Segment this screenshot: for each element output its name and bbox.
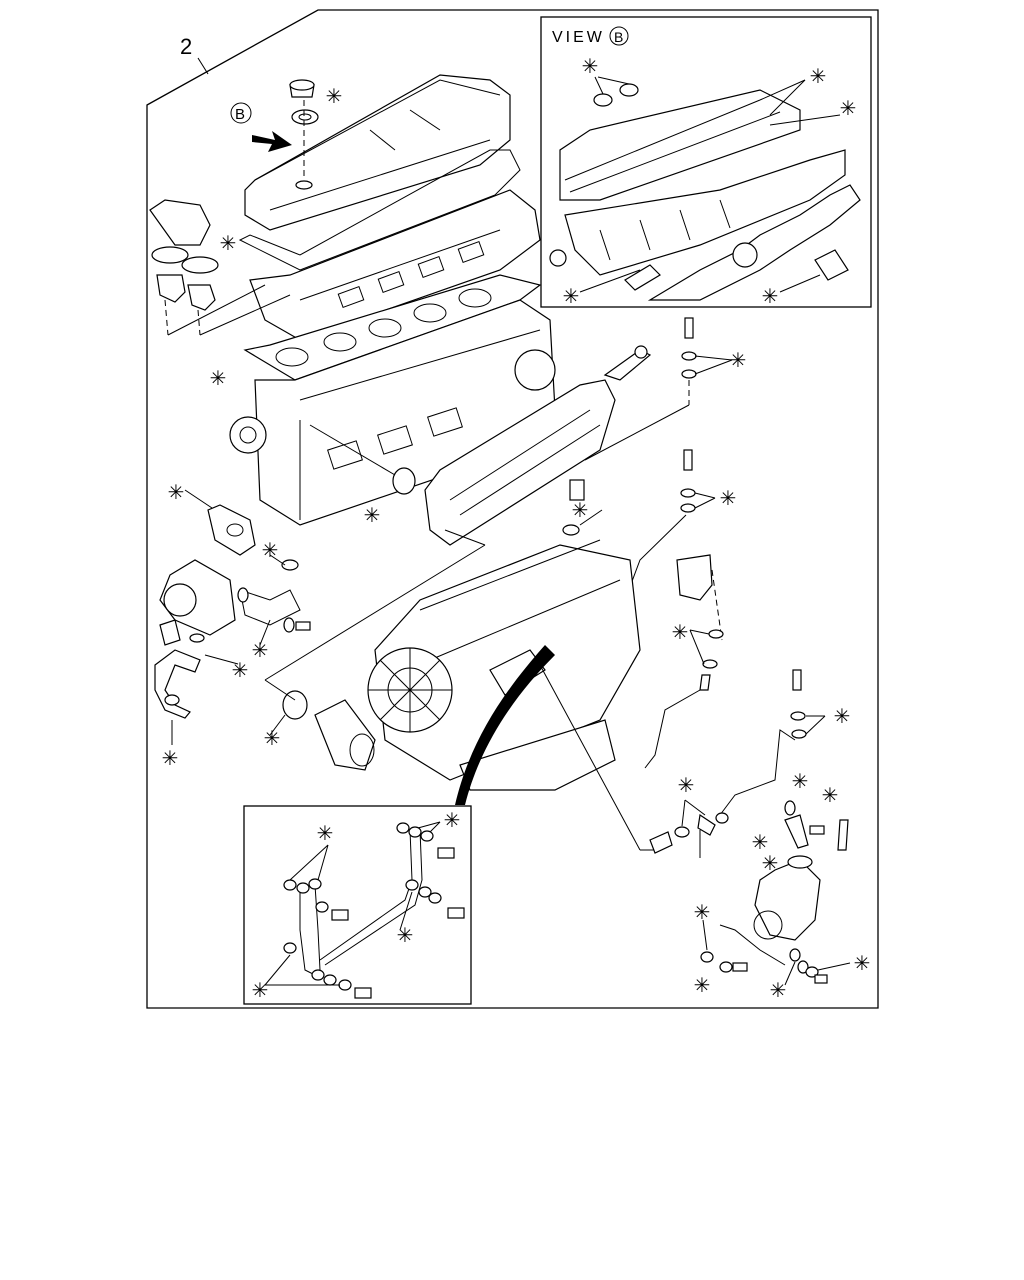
kit-part-marker: ✳ bbox=[834, 704, 851, 728]
kit-part-marker: ✳ bbox=[730, 348, 747, 372]
callout-number: 2 bbox=[180, 34, 192, 59]
kit-part-marker: ✳ bbox=[252, 638, 269, 662]
kit-part-markers: ✳✳✳✳✳✳✳✳✳✳✳✳✳✳✳✳✳✳✳✳✳✳✳✳✳✳✳✳✳✳✳✳✳ bbox=[162, 54, 871, 1002]
kit-part-marker: ✳ bbox=[762, 851, 779, 875]
cylinder-head bbox=[249, 189, 541, 341]
diagram-frame bbox=[146, 9, 879, 1009]
manifold bbox=[424, 345, 652, 546]
kit-part-marker: ✳ bbox=[264, 726, 281, 750]
view-b-inset: VIEW B bbox=[540, 16, 872, 308]
kit-part-marker: ✳ bbox=[752, 830, 769, 854]
arrow-ref-letter: B bbox=[235, 106, 245, 123]
kit-part-marker: ✳ bbox=[770, 978, 787, 1002]
kit-part-marker: ✳ bbox=[572, 498, 589, 522]
view-ref-letter: B bbox=[614, 29, 623, 45]
cylinder-head-cover bbox=[244, 74, 511, 231]
kit-part-marker: ✳ bbox=[397, 923, 414, 947]
kit-part-marker: ✳ bbox=[582, 54, 599, 78]
kit-part-marker: ✳ bbox=[792, 769, 809, 793]
kit-part-marker: ✳ bbox=[232, 658, 249, 682]
callout-leader bbox=[197, 57, 209, 75]
pipe-to-inset bbox=[455, 645, 555, 805]
kit-part-marker: ✳ bbox=[810, 64, 827, 88]
kit-part-marker: ✳ bbox=[720, 486, 737, 510]
kit-part-marker: ✳ bbox=[694, 900, 711, 924]
kit-part-marker: ✳ bbox=[678, 773, 695, 797]
kit-part-marker: ✳ bbox=[364, 503, 381, 527]
injection-pipe-inset bbox=[243, 805, 472, 1005]
kit-part-marker: ✳ bbox=[168, 480, 185, 504]
fuel-filter-group bbox=[624, 449, 724, 769]
water-pipe-group bbox=[264, 529, 486, 771]
kit-part-marker: ✳ bbox=[220, 231, 237, 255]
view-title: VIEW bbox=[552, 29, 605, 46]
kit-part-marker: ✳ bbox=[854, 951, 871, 975]
kit-part-marker: ✳ bbox=[694, 973, 711, 997]
view-b-arrow: B bbox=[230, 102, 292, 152]
fuel-pipe-group-1 bbox=[562, 317, 733, 536]
rocker-cover-gasket bbox=[238, 149, 521, 271]
thermostat-housing bbox=[149, 199, 291, 336]
kit-part-marker: ✳ bbox=[162, 746, 179, 770]
kit-part-marker: ✳ bbox=[444, 808, 461, 832]
kit-part-marker: ✳ bbox=[326, 84, 343, 108]
kit-part-marker: ✳ bbox=[317, 821, 334, 845]
kit-part-marker: ✳ bbox=[262, 538, 279, 562]
kit-part-marker: ✳ bbox=[252, 978, 269, 1002]
engine-assembly bbox=[367, 539, 660, 851]
kit-part-marker: ✳ bbox=[210, 366, 227, 390]
pump-assembly bbox=[700, 800, 851, 986]
water-pump-group bbox=[154, 489, 311, 745]
kit-part-marker: ✳ bbox=[762, 284, 779, 308]
oil-line-group bbox=[649, 669, 826, 858]
kit-part-marker: ✳ bbox=[840, 96, 857, 120]
kit-part-marker: ✳ bbox=[822, 783, 839, 807]
kit-part-marker: ✳ bbox=[563, 284, 580, 308]
kit-part-marker: ✳ bbox=[672, 620, 689, 644]
